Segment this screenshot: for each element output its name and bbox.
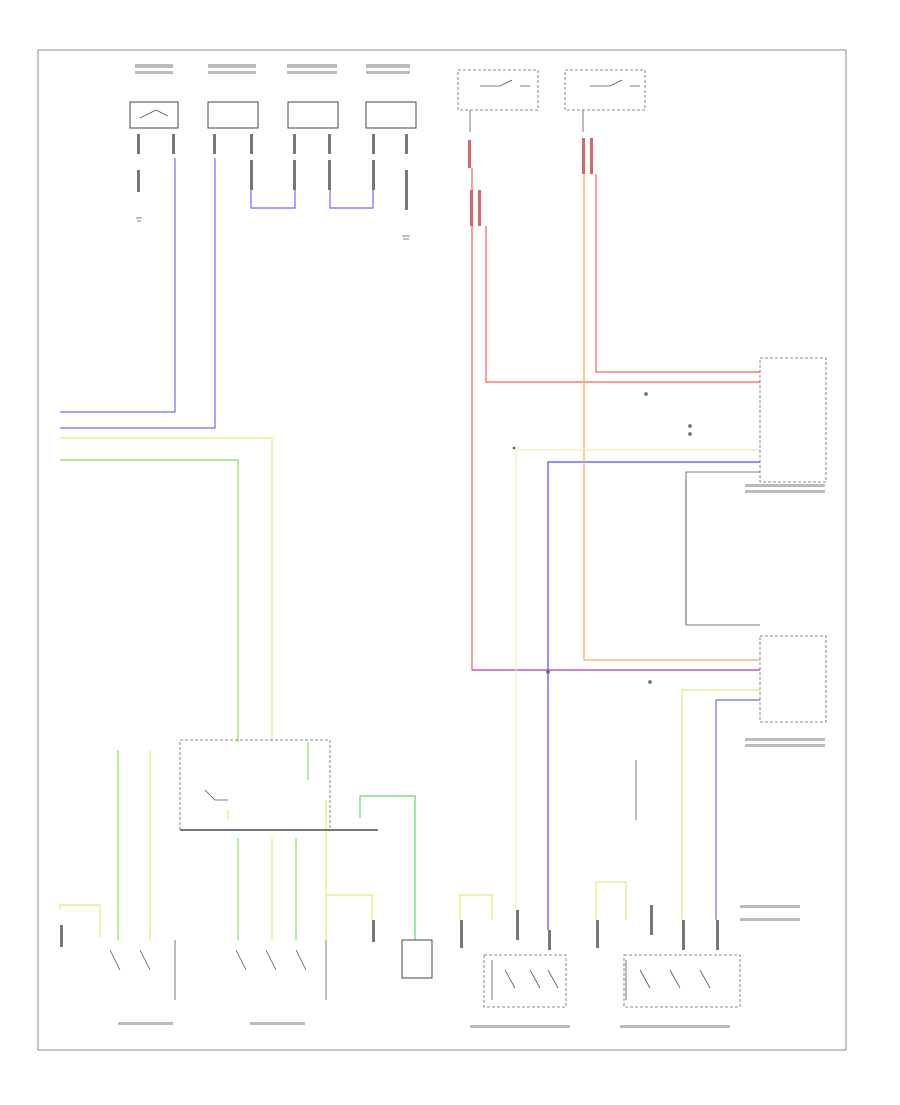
trans-control-left bbox=[109, 940, 176, 1000]
tl-pins bbox=[137, 134, 408, 210]
diagram-frame bbox=[37, 49, 847, 1051]
wire-blue bbox=[60, 158, 760, 930]
wire-red bbox=[471, 168, 760, 671]
splice-block bbox=[179, 739, 378, 831]
relay-2 bbox=[564, 69, 646, 132]
bottom-pins bbox=[60, 905, 719, 950]
front-driver-switch bbox=[623, 954, 741, 1008]
connector-pins bbox=[512, 392, 692, 684]
connector-front-passenger-module bbox=[685, 357, 827, 626]
relay-box-center bbox=[401, 939, 433, 979]
tl-sensor-4 bbox=[365, 101, 417, 129]
ground-symbol bbox=[136, 217, 410, 240]
label-placeholders bbox=[118, 64, 825, 1028]
tl-sensor-2 bbox=[207, 101, 259, 129]
wire-yellow bbox=[59, 437, 760, 940]
trans-control-right bbox=[235, 940, 327, 1000]
wire-green bbox=[60, 459, 416, 940]
relay-1 bbox=[457, 69, 539, 132]
connector-front-driver-module bbox=[759, 635, 827, 723]
wire-grey bbox=[635, 471, 760, 820]
front-passenger-switch bbox=[483, 954, 567, 1008]
relay-pins bbox=[468, 138, 593, 226]
tl-switch-1 bbox=[129, 101, 179, 129]
tl-sensor-3 bbox=[287, 101, 339, 129]
